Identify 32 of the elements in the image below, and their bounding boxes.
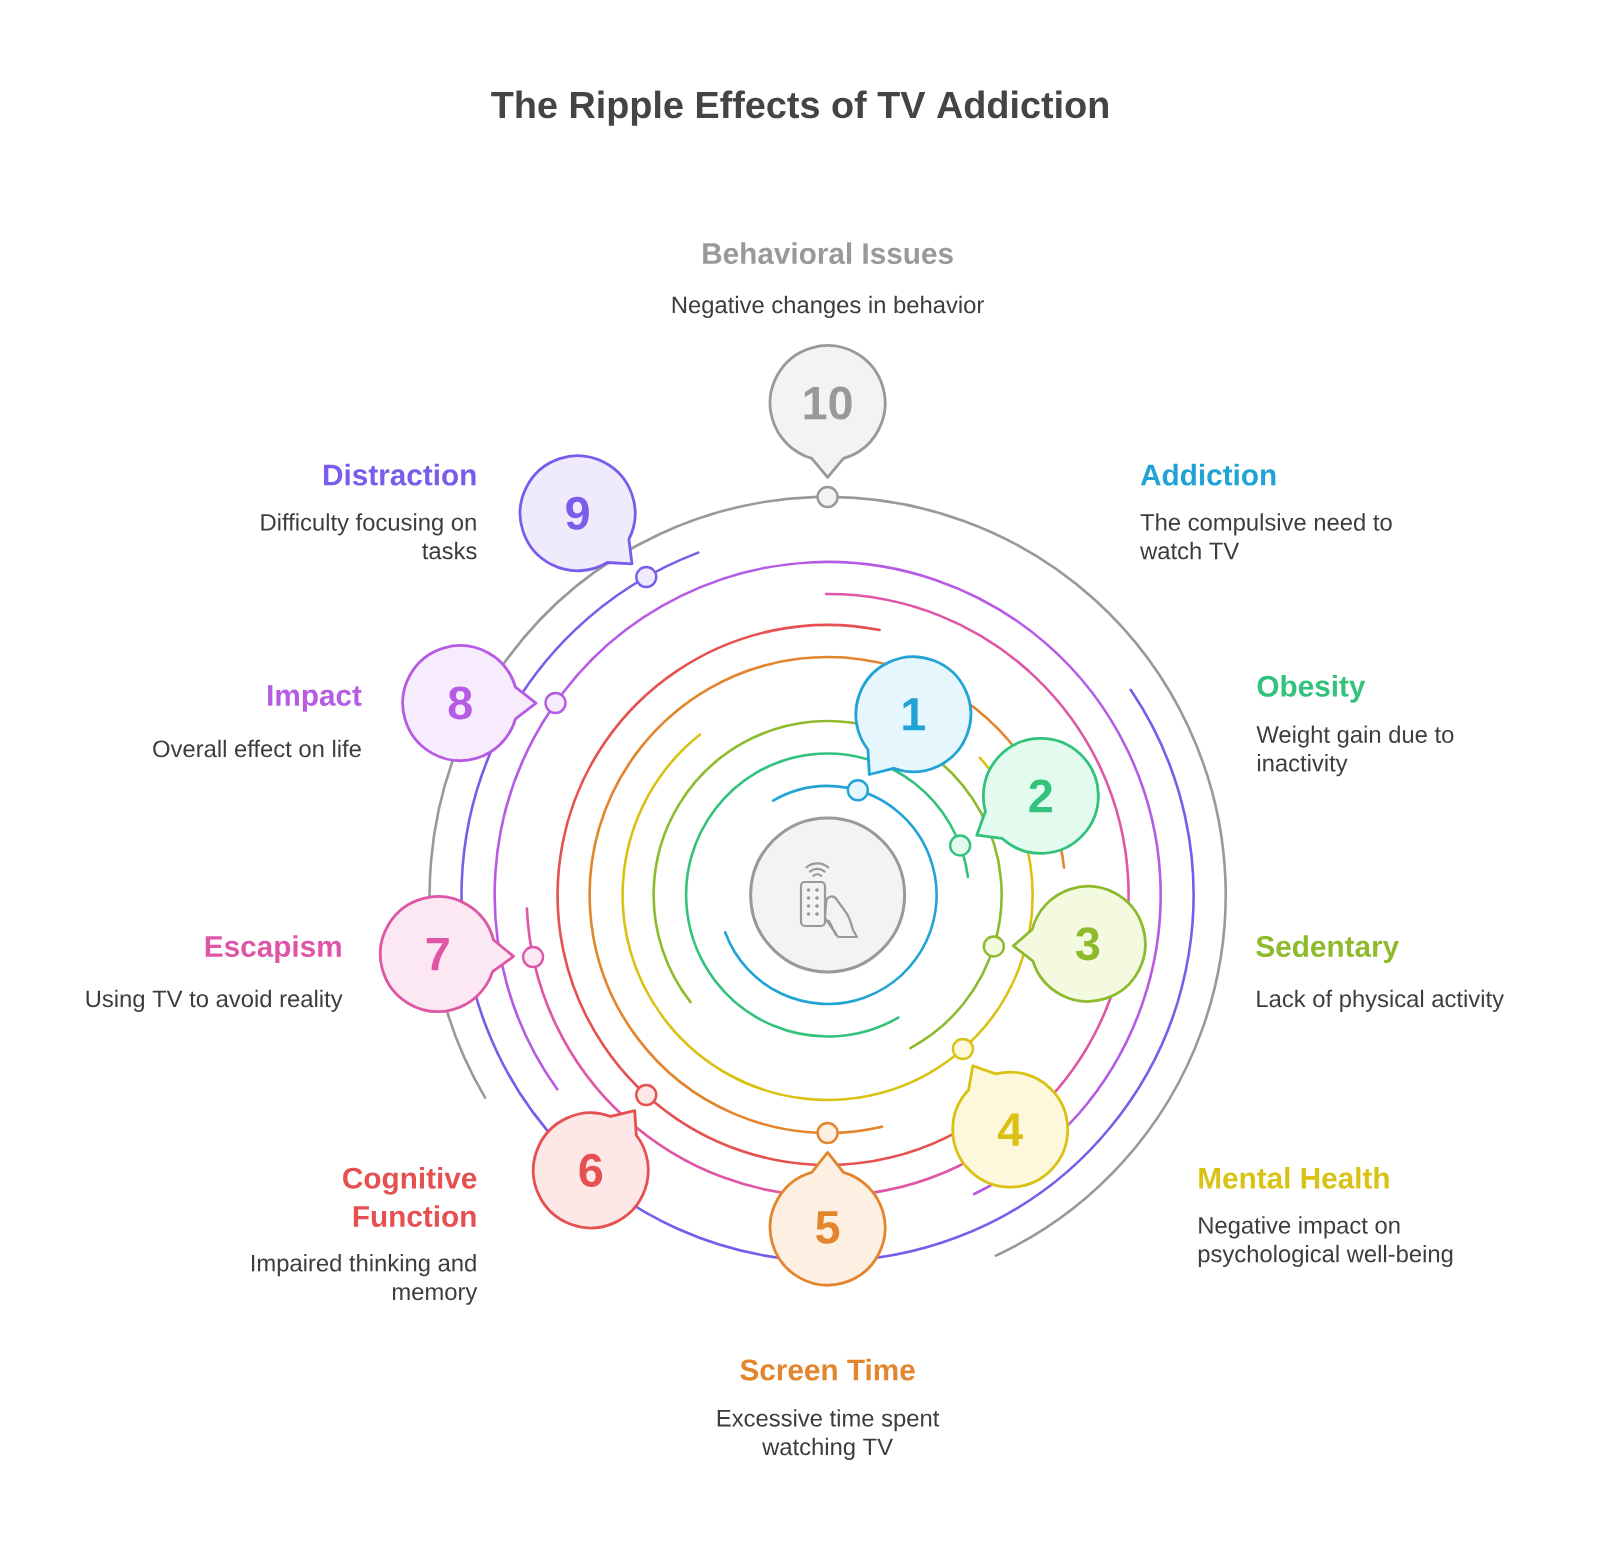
heading: Screen Time: [740, 1358, 915, 1381]
number-bubble: 9: [518, 454, 637, 573]
description: Difficulty focusing on tasks: [261, 513, 477, 560]
number-bubble: 8: [401, 644, 538, 762]
number-bubble: 10: [768, 344, 887, 479]
description: Lack of physical activity: [1257, 989, 1504, 1012]
number-bubble: 3: [1011, 885, 1147, 1003]
number-bubble: 2: [975, 737, 1100, 855]
description: Weight gain due to inactivity: [1256, 725, 1454, 777]
description: Impaired thinking and memory: [251, 1254, 478, 1305]
number-bubble: 4: [951, 1064, 1070, 1189]
description: Overall effect on life: [153, 739, 361, 758]
title: The Ripple Effects of TV Addiction: [491, 90, 1108, 126]
description: Using TV to avoid reality: [86, 989, 343, 1012]
description: Excessive time spent watching TV: [717, 1409, 940, 1460]
description: The compulsive need to watch TV: [1140, 513, 1392, 560]
center-circle: [749, 816, 907, 974]
number-bubble: 6: [531, 1109, 650, 1230]
heading: Addiction: [1140, 463, 1276, 486]
number-bubble: 1: [854, 655, 973, 776]
heading: Distraction: [324, 463, 476, 486]
heading: Mental Health: [1199, 1166, 1389, 1189]
number-bubble: 5: [768, 1151, 887, 1287]
heading: Obesity: [1257, 675, 1366, 703]
description: Negative impact on psychological well-being: [1198, 1216, 1453, 1268]
number-bubble: 7: [378, 895, 515, 1013]
description: Negative changes in behavior: [672, 295, 984, 319]
heading: Behavioral Issues: [703, 242, 953, 265]
heading: Impact: [268, 685, 362, 712]
heading: Escapism: [205, 935, 341, 963]
heading: Sedentary: [1256, 935, 1399, 963]
heading: Cognitive Function: [343, 1166, 477, 1227]
